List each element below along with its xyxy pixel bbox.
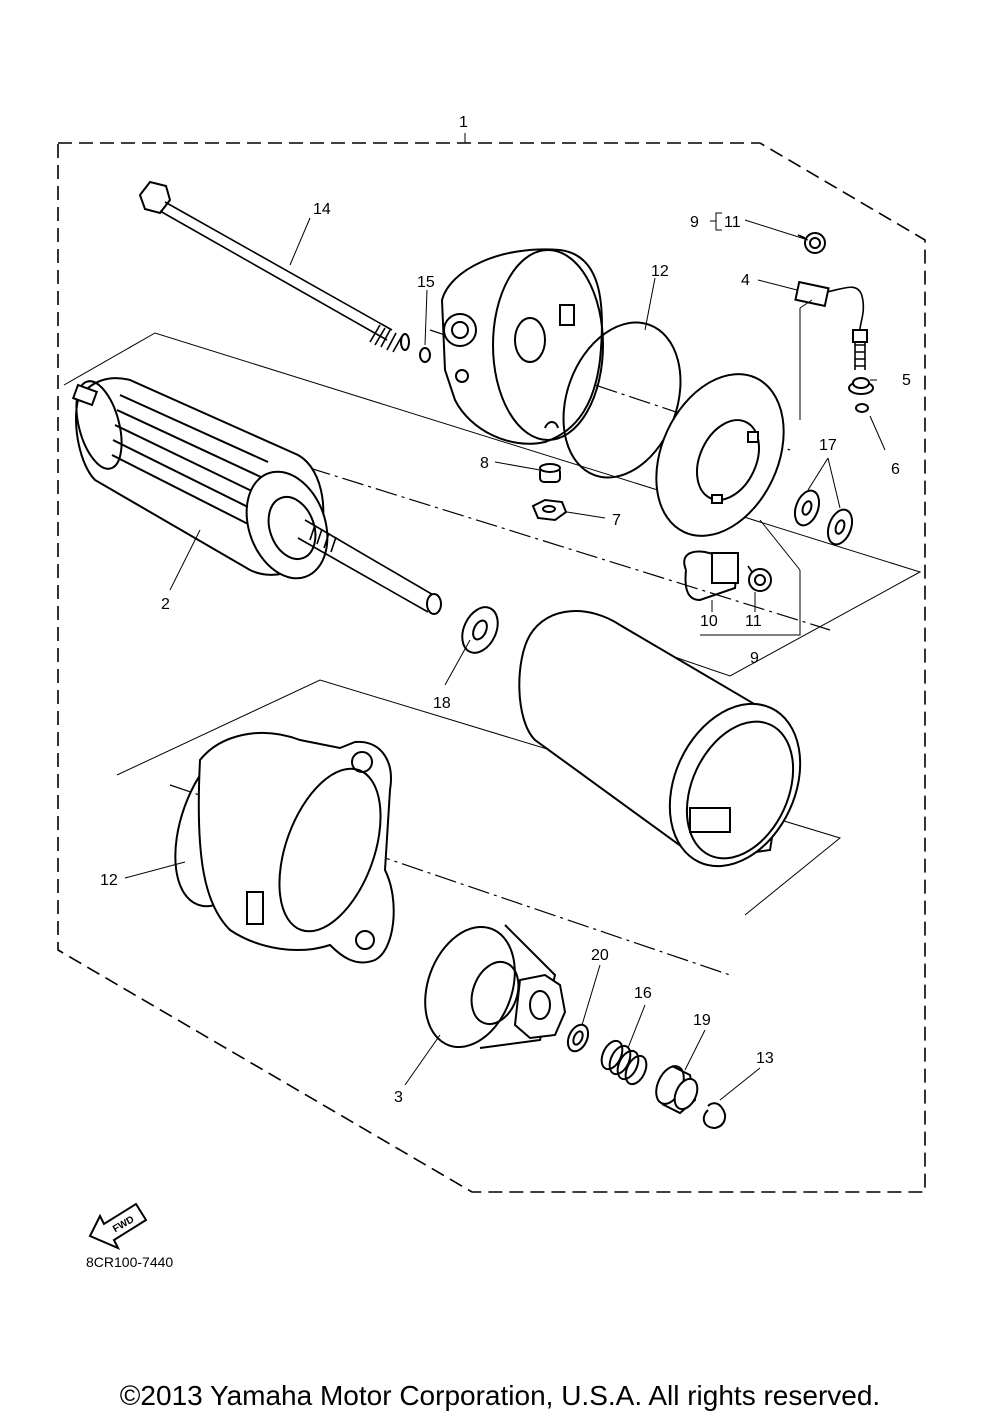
- callout-11-bottom: 11: [745, 613, 762, 630]
- yoke: [518, 610, 802, 868]
- callout-13: 13: [756, 1050, 774, 1067]
- copyright-notice: ©2013 Yamaha Motor Corporation, U.S.A. A…: [119, 1380, 881, 1411]
- callout-11-top: 11: [724, 214, 741, 231]
- part-15-o-ring: [419, 347, 431, 363]
- front-cover: [174, 732, 395, 964]
- part-10-brush-holder: [683, 550, 740, 602]
- callout-9-top: 9: [690, 214, 699, 231]
- diagram-code: 8CR100-7440: [86, 1254, 174, 1270]
- part-4-brush-lead: [794, 280, 868, 370]
- part-5-grommet: [848, 377, 874, 395]
- part-18-washer: [461, 606, 499, 654]
- upper-plane: [63, 332, 922, 677]
- brush-plate: [655, 373, 785, 537]
- part-7-nut: [531, 498, 568, 522]
- callout-6: 6: [891, 461, 900, 478]
- part-17-washers: [793, 489, 854, 546]
- callout-7: 7: [612, 512, 621, 529]
- callout-3: 3: [394, 1089, 403, 1106]
- part-8-cap: [539, 463, 561, 483]
- assembly-outline: [57, 142, 926, 1193]
- callout-12-lower: 12: [100, 872, 118, 889]
- callout-14: 14: [313, 201, 331, 218]
- part-11-brush-spring: [747, 565, 772, 592]
- callout-8: 8: [480, 455, 489, 472]
- callout-2: 2: [161, 596, 170, 613]
- leader-lines: [124, 212, 886, 1101]
- part-2-armature: [71, 377, 442, 615]
- part-6-o-ring: [855, 403, 869, 413]
- part-14-through-bolt: [138, 180, 410, 353]
- callout-1: 1: [459, 114, 468, 131]
- callout-15: 15: [417, 274, 435, 291]
- part-16-spring: [600, 1039, 648, 1086]
- part-11-brush-spring-top: [797, 232, 826, 254]
- callout-10: 10: [700, 613, 718, 630]
- callout-20: 20: [591, 947, 609, 964]
- callout-17: 17: [819, 437, 837, 454]
- part-13-circlip: [702, 1102, 727, 1130]
- part-20-washer: [566, 1023, 590, 1053]
- rear-cover: [440, 248, 604, 445]
- callout-18: 18: [433, 695, 451, 712]
- callout-labels: 1 14 15 12 9 11 4 5 6 17 8 7 2 10 11 9 1…: [100, 114, 911, 1106]
- callout-12-upper: 12: [651, 263, 669, 280]
- part-3-starter-clutch: [424, 924, 567, 1049]
- callout-5: 5: [902, 372, 911, 389]
- fwd-arrow-icon: FWD: [88, 1202, 148, 1250]
- callout-16: 16: [634, 985, 652, 1002]
- callout-19: 19: [693, 1012, 711, 1029]
- callout-9-bottom: 9: [750, 650, 759, 667]
- part-19-collar: [655, 1065, 699, 1115]
- callout-4: 4: [741, 272, 750, 289]
